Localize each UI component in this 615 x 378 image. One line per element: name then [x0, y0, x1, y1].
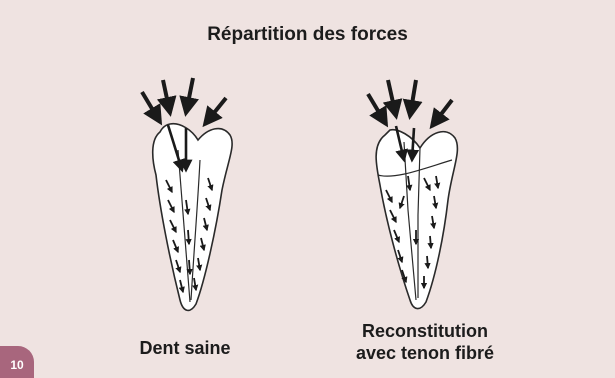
force-arrow-icon: [410, 80, 416, 116]
healthy-tooth-caption: Dent saine: [110, 337, 260, 359]
page-number: 10: [10, 358, 23, 372]
force-arrow-icon: [432, 100, 452, 126]
force-arrow-icon: [368, 94, 386, 124]
force-arrow-icon: [163, 80, 170, 113]
force-arrow-icon: [205, 98, 226, 124]
force-arrow-icon: [142, 92, 160, 122]
restored-tooth-diagram: [368, 80, 457, 309]
restored-tooth-caption: Reconstitution avec tenon fibré: [325, 320, 525, 364]
healthy-tooth-diagram: [142, 78, 232, 310]
force-arrow-icon: [388, 80, 396, 116]
page-number-badge: 10: [0, 346, 34, 378]
force-arrow-icon: [186, 78, 193, 113]
restored-tooth-outline: [376, 130, 457, 309]
